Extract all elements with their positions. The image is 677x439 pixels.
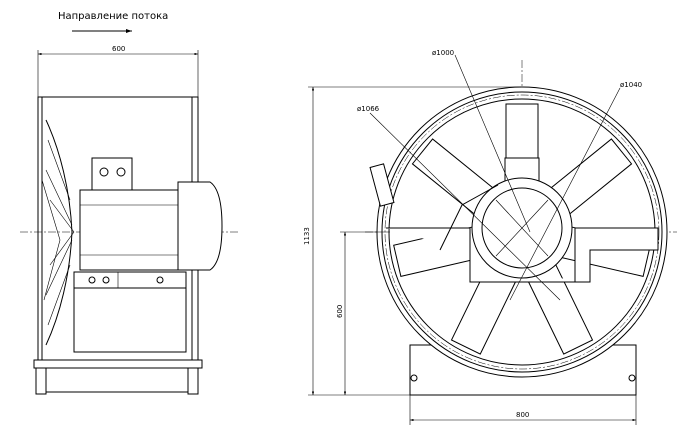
axis-height-dim-label: 600 bbox=[336, 305, 344, 318]
width-dim-label: 600 bbox=[112, 45, 125, 53]
leader-d1040 bbox=[509, 87, 621, 301]
leader-d1066 bbox=[369, 112, 561, 301]
base-feet bbox=[33, 359, 203, 369]
motor-fan-cover bbox=[177, 181, 223, 271]
cable bbox=[439, 184, 499, 251]
leader-d1000 bbox=[454, 54, 531, 233]
diameter-inner-label: ø1000 bbox=[432, 49, 454, 57]
terminal-box bbox=[91, 157, 133, 191]
base-width-dim-label: 800 bbox=[516, 411, 529, 419]
side-view: 600 bbox=[20, 45, 240, 395]
support-plate bbox=[386, 227, 659, 283]
front-view: ø1000 ø1040 ø1066 1133 600 800 bbox=[303, 49, 677, 425]
flow-direction-label: Направление потока bbox=[58, 11, 168, 22]
motor-body bbox=[79, 189, 179, 271]
height-dim-label: 1133 bbox=[303, 227, 311, 245]
motor-stand bbox=[73, 271, 187, 353]
impeller-blades bbox=[41, 119, 75, 346]
diameter-flange-label: ø1040 bbox=[620, 81, 642, 89]
diameter-outer-label: ø1066 bbox=[357, 105, 380, 113]
